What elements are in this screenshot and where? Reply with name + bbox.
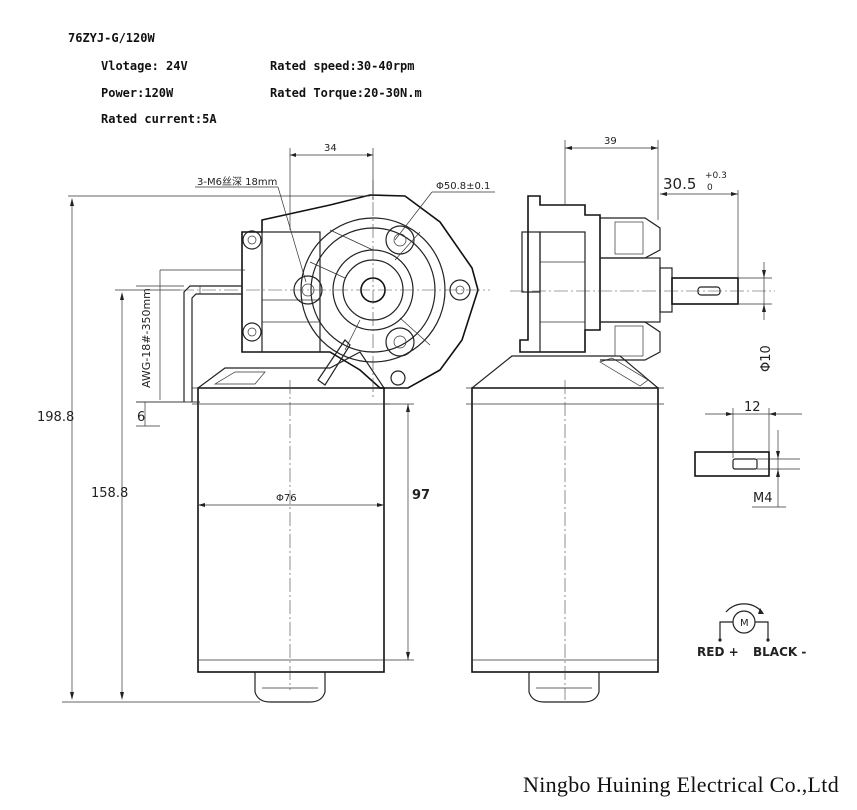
svg-text:Φ76: Φ76 [276, 493, 297, 504]
dim-76: Φ76 [198, 493, 384, 507]
dim-158-8: 158.8 [91, 289, 180, 700]
company-name: Ningbo Huining Electrical Co.,Ltd [523, 772, 840, 797]
front-view [183, 194, 479, 703]
svg-text:30.5: 30.5 [663, 175, 696, 193]
svg-text:34: 34 [324, 143, 337, 154]
speed-spec: Rated speed:30-40rpm [270, 59, 415, 73]
torque-spec: Rated Torque:20-30N.m [270, 86, 422, 100]
dim-30-5: 30.5 +0.3 0 [660, 171, 739, 278]
svg-text:158.8: 158.8 [91, 486, 128, 501]
side-view [466, 195, 739, 703]
svg-text:3-M6丝深 18mm: 3-M6丝深 18mm [197, 176, 277, 188]
dim-6: 6 [136, 401, 200, 427]
front-gearbox-housing [241, 194, 479, 389]
black-lead-label: BLACK - [753, 645, 806, 659]
svg-text:+0.3: +0.3 [705, 171, 727, 181]
svg-text:0: 0 [707, 183, 713, 193]
current-spec: Rated current:5A [101, 112, 217, 126]
svg-text:AWG-18#-350mm: AWG-18#-350mm [140, 288, 153, 388]
dim-39: 39 [564, 136, 659, 220]
svg-text:12: 12 [744, 400, 761, 415]
side-gearbox [519, 195, 601, 353]
side-end-cap [528, 672, 600, 703]
model-label: 76ZYJ-G/120W [68, 31, 155, 45]
lead-wire [183, 285, 242, 402]
svg-text:97: 97 [412, 488, 430, 503]
dim-198-8: 198.8 [37, 195, 370, 703]
wiring-diagram: M RED + BLACK - [697, 603, 806, 659]
flange-dia-callout: Φ50.8±0.1 [394, 181, 495, 241]
dim-97: 97 [384, 403, 430, 661]
red-lead-label: RED + [697, 645, 739, 659]
svg-text:198.8: 198.8 [37, 410, 74, 425]
svg-text:6: 6 [137, 410, 145, 425]
dim-10: Φ10 [738, 262, 774, 372]
svg-text:Φ50.8±0.1: Φ50.8±0.1 [436, 181, 490, 192]
svg-text:M: M [740, 618, 749, 629]
front-motor-body [197, 387, 385, 673]
svg-text:39: 39 [604, 136, 617, 147]
voltage-spec: Vlotage: 24V [101, 59, 188, 73]
svg-text:Φ10: Φ10 [759, 345, 774, 372]
thread-callout: 3-M6丝深 18mm [195, 176, 307, 283]
dim-34: 34 [289, 143, 374, 230]
svg-text:M4: M4 [753, 491, 773, 506]
front-end-cap [254, 672, 326, 703]
power-spec: Power:120W [101, 86, 174, 100]
key-slot-detail: 12 M4 [694, 400, 802, 508]
